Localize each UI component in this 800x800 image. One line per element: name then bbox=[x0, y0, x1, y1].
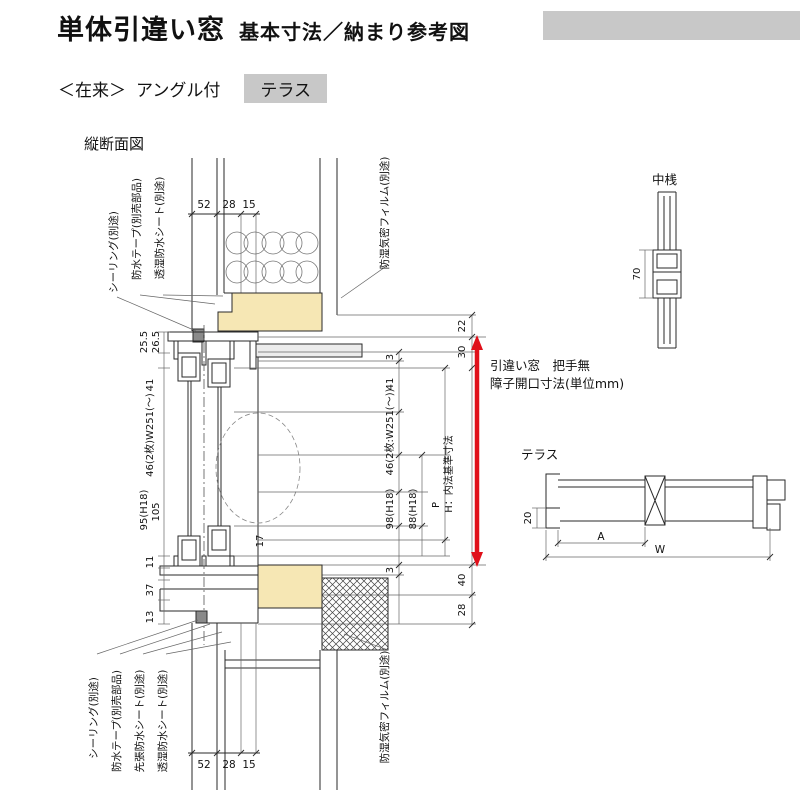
dim-right-46: 46(2枚:W251(～)) bbox=[383, 388, 396, 475]
callout-presheet-bottom: 先張防水シート(別途) bbox=[133, 670, 146, 773]
dim-right-h-note: H：内法基準寸法 bbox=[442, 435, 455, 513]
dimension-row-bottom: 52 28 15 bbox=[188, 623, 260, 771]
terrace-label: テラス bbox=[521, 447, 558, 462]
page-title-sub: 基本寸法／納まり参考図 bbox=[239, 20, 470, 44]
dim-right-3a: 3 bbox=[385, 354, 396, 360]
dim-top-15: 15 bbox=[242, 199, 255, 211]
wall-section-bottom bbox=[191, 623, 338, 790]
callout-tape-top: 防水テープ(別売部品) bbox=[130, 178, 143, 280]
sealing-bottom bbox=[195, 610, 208, 624]
dim-left-41: 41 bbox=[145, 379, 156, 392]
dim-left-26-5: 26.5 bbox=[151, 331, 162, 353]
dim-bottom-52: 52 bbox=[197, 759, 210, 771]
dim-right-22: 22 bbox=[457, 320, 468, 333]
dim-right-40: 40 bbox=[457, 574, 468, 587]
mortar-hatch bbox=[321, 577, 389, 651]
dim-bottom-28: 28 bbox=[222, 759, 235, 771]
handle-clearance-arc bbox=[215, 412, 301, 524]
callout-film-top: 防湿気密フィルム(別途) bbox=[378, 157, 391, 270]
dim-right-28: 28 bbox=[457, 604, 468, 617]
h-arrow-head-top bbox=[471, 335, 483, 350]
angle-type-label: アングル付 bbox=[136, 81, 221, 101]
terrace-dim-w: W bbox=[655, 544, 666, 556]
dim-right-p: P bbox=[431, 502, 442, 508]
detail-terrace: テラス 20 A W bbox=[521, 447, 786, 561]
callout-sheet-bottom: 透湿防水シート(別途) bbox=[156, 670, 169, 773]
dim-17: 17 bbox=[255, 535, 266, 548]
header-gray-bar bbox=[543, 11, 800, 40]
callout-sealing-bottom: シーリング(別途) bbox=[87, 677, 100, 759]
dim-right-88: 88(H18) bbox=[408, 489, 419, 530]
dim-right-98: 98(H18) bbox=[385, 489, 396, 530]
terrace-badge: テラス bbox=[244, 74, 327, 103]
dim-left-105: 105 bbox=[151, 502, 162, 521]
dim-left-13: 13 bbox=[145, 611, 156, 624]
callouts-bottom: シーリング(別途) 防水テープ(別売部品) 先張防水シート(別途) 透湿防水シー… bbox=[87, 619, 391, 773]
nakazan-dim-70: 70 bbox=[632, 268, 643, 281]
section-title: 縦断面図 bbox=[84, 135, 145, 153]
callouts-top: シーリング(別途) 防水テープ(別売部品) 透湿防水シート(別途) 防湿気密フィ… bbox=[107, 157, 391, 332]
dim-left-46: 46(2枚)W251(～) bbox=[143, 393, 156, 477]
dimension-row-top: 52 28 15 bbox=[188, 199, 260, 332]
callout-sealing-top: シーリング(別途) bbox=[107, 211, 120, 293]
page-header: 単体引違い窓 基本寸法／納まり参考図 bbox=[57, 8, 470, 47]
terrace-dim-a: A bbox=[597, 531, 605, 543]
insulation-top bbox=[225, 231, 319, 284]
subtitle-row: ＜在来＞ アングル付 テラス bbox=[58, 74, 327, 103]
dim-right-41: 41 bbox=[385, 378, 396, 391]
dim-top-28: 28 bbox=[222, 199, 235, 211]
detail-nakazan: 中桟 70 bbox=[632, 172, 682, 349]
dim-left-11: 11 bbox=[145, 556, 156, 569]
sealing-top bbox=[192, 328, 205, 343]
dim-left-37: 37 bbox=[145, 584, 156, 597]
dim-bottom-15: 15 bbox=[242, 759, 255, 771]
construction-type-label: ＜在来＞ bbox=[58, 81, 126, 101]
page-title: 単体引違い窓 bbox=[57, 15, 225, 46]
dim-left-25-5: 25.5 bbox=[139, 331, 150, 353]
callout-film-bottom: 防湿気密フィルム(別途) bbox=[378, 651, 391, 764]
dim-right-30: 30 bbox=[457, 346, 468, 359]
dim-left-95: 95(H18) bbox=[139, 490, 150, 531]
h-arrow-head-bottom bbox=[471, 552, 483, 567]
head-mount-plate bbox=[255, 343, 363, 358]
wood-frame-bottom bbox=[257, 564, 323, 609]
dimensions-left: 25.5 26.5 41 46(2枚)W251(～) 95(H18) 105 1… bbox=[139, 331, 170, 625]
dim-top-52: 52 bbox=[197, 199, 210, 211]
terrace-dim-20: 20 bbox=[523, 512, 534, 525]
note-window-type: 引違い窓 把手無 bbox=[490, 358, 590, 373]
callout-sheet-top: 透湿防水シート(別途) bbox=[153, 177, 166, 280]
window-frame-section bbox=[159, 331, 259, 624]
wood-frame-top bbox=[217, 292, 323, 332]
note-opening-size: 障子開口寸法(単位mm) bbox=[490, 376, 624, 391]
callout-tape-bottom: 防水テープ(別売部品) bbox=[110, 670, 123, 772]
dimension-h-arrow bbox=[471, 335, 483, 567]
dim-right-3b: 3 bbox=[385, 567, 396, 573]
nakazan-label: 中桟 bbox=[652, 172, 678, 187]
